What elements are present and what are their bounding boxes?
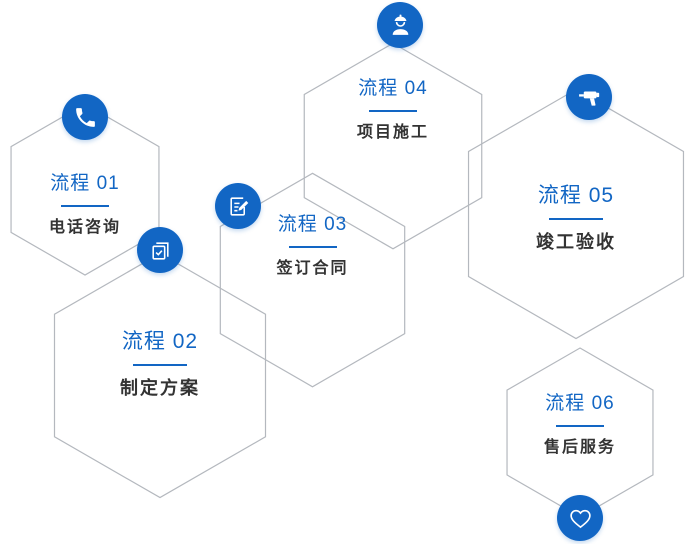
step-label: 项目施工 — [356, 124, 429, 141]
step-title: 流程 06 — [506, 393, 654, 415]
step-icon-badge — [557, 495, 603, 541]
step-label: 电话咨询 — [48, 219, 121, 236]
construction-worker-icon — [392, 14, 408, 35]
documents-check-icon — [151, 241, 169, 260]
step-content: 流程 05 竣工验收 — [467, 184, 685, 254]
step-icon-badge — [62, 94, 108, 140]
step-content: 流程 01 电话咨询 — [10, 173, 160, 239]
heart-icon — [569, 509, 591, 528]
step-title: 流程 04 — [303, 78, 483, 100]
step-content: 流程 04 项目施工 — [303, 78, 483, 144]
process-step-5: 流程 05 竣工验收 — [467, 74, 685, 340]
process-step-4: 流程 04 项目施工 — [303, 2, 483, 250]
contract-pen-icon — [229, 196, 248, 216]
step-prefix: 流程 — [358, 78, 399, 99]
step-content: 流程 03 签订合同 — [219, 214, 406, 280]
step-content: 流程 02 制定方案 — [53, 330, 267, 400]
step-icon-badge — [137, 227, 183, 273]
process-step-1: 流程 01 电话咨询 — [10, 94, 160, 276]
process-step-2: 流程 02 制定方案 — [53, 227, 267, 499]
hexagon-outline — [219, 172, 406, 388]
step-label: 签订合同 — [276, 260, 349, 277]
step-title: 流程 01 — [10, 173, 160, 195]
step-divider — [288, 246, 337, 248]
drill-icon — [578, 90, 599, 106]
hexagon-outline — [467, 88, 685, 340]
step-number: 06 — [591, 393, 615, 414]
step-number: 03 — [324, 214, 348, 235]
step-divider — [369, 110, 417, 112]
hexagon-outline — [303, 42, 483, 250]
process-step-6: 流程 06 售后服务 — [506, 347, 654, 541]
step-icon-badge — [566, 74, 612, 120]
step-title: 流程 05 — [467, 184, 685, 208]
step-number: 02 — [172, 330, 199, 353]
step-prefix: 流程 — [277, 214, 318, 235]
step-prefix: 流程 — [545, 393, 586, 414]
step-prefix: 流程 — [50, 173, 91, 194]
step-label: 售后服务 — [543, 439, 616, 456]
step-prefix: 流程 — [537, 184, 582, 207]
step-divider — [61, 205, 109, 207]
step-number: 01 — [96, 173, 120, 194]
step-divider — [133, 364, 187, 366]
step-title: 流程 02 — [53, 330, 267, 354]
step-icon-badge — [377, 2, 423, 48]
hexagon-outline — [10, 103, 160, 276]
hexagon-outline — [53, 252, 267, 499]
step-number: 05 — [588, 184, 615, 207]
step-label: 竣工验收 — [536, 232, 616, 252]
step-icon-badge — [215, 183, 261, 229]
step-number: 04 — [404, 78, 428, 99]
process-step-3: 流程 03 签订合同 — [215, 172, 406, 388]
step-prefix: 流程 — [121, 330, 166, 353]
phone-icon — [75, 107, 95, 127]
step-title: 流程 03 — [219, 214, 406, 236]
step-divider — [549, 218, 603, 220]
step-label: 制定方案 — [120, 378, 200, 398]
step-content: 流程 06 售后服务 — [506, 393, 654, 459]
step-divider — [556, 425, 604, 427]
